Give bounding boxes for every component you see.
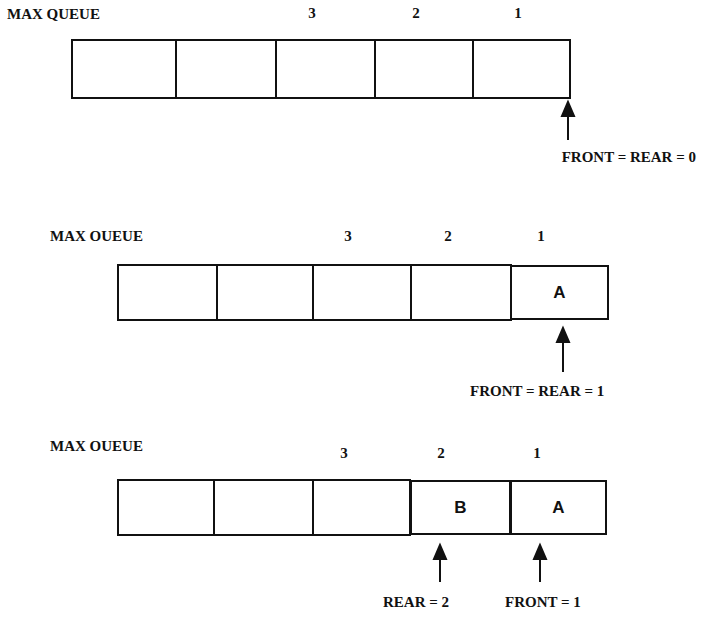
index-number: 2 [444,227,452,245]
index-number: 2 [437,444,445,462]
queue-title: MAX OUEUE [50,227,143,245]
index-number: 3 [344,227,352,245]
queue-title: MAX QUEUE [7,5,100,23]
queue-array [118,480,410,535]
queue-cell: A [510,480,607,535]
index-number: 1 [514,4,522,22]
queue-cell: A [510,265,609,320]
pointer-label: FRONT = 1 [505,593,581,611]
queue-array [118,265,511,320]
pointer-label: FRONT = REAR = 1 [470,382,604,400]
cell-value: A [552,498,564,518]
index-number: 1 [533,444,541,462]
queue-cells [72,40,570,535]
index-number: 2 [412,4,420,22]
pointer-label: REAR = 2 [383,593,449,611]
queue-cell: B [410,480,511,535]
queue-array [72,40,570,98]
cell-value: B [454,498,466,518]
index-number: 1 [537,227,545,245]
index-number: 3 [340,444,348,462]
queue-title: MAX OUEUE [50,437,143,455]
index-number: 3 [308,4,316,22]
pointer-label: FRONT = REAR = 0 [562,148,696,166]
cell-value: A [553,283,565,303]
